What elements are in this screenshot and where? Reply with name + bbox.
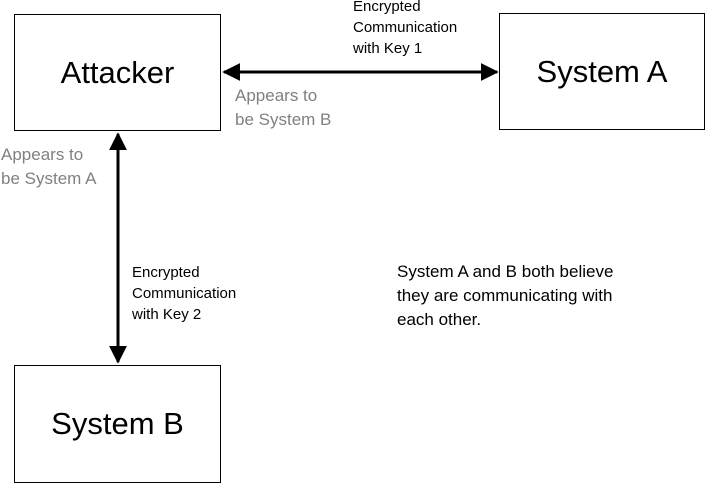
edge-label-key-2: Encrypted Communication with Key 2 — [132, 264, 237, 323]
system-b-node: System B — [14, 365, 221, 483]
system-a-node: System A — [499, 13, 705, 130]
attacker-label: Attacker — [60, 54, 175, 90]
system-b-label: System B — [51, 406, 184, 441]
appears-system-b-annotation: Appears to be System B — [235, 86, 332, 129]
edge-label-key-1: Encrypted Communication with Key 1 — [353, 0, 458, 57]
diagram-note: System A and B both believe they are com… — [397, 262, 614, 329]
system-a-label: System A — [536, 53, 668, 89]
attacker-node: Attacker — [14, 14, 221, 131]
appears-system-a-annotation: Appears to be System A — [1, 145, 97, 188]
